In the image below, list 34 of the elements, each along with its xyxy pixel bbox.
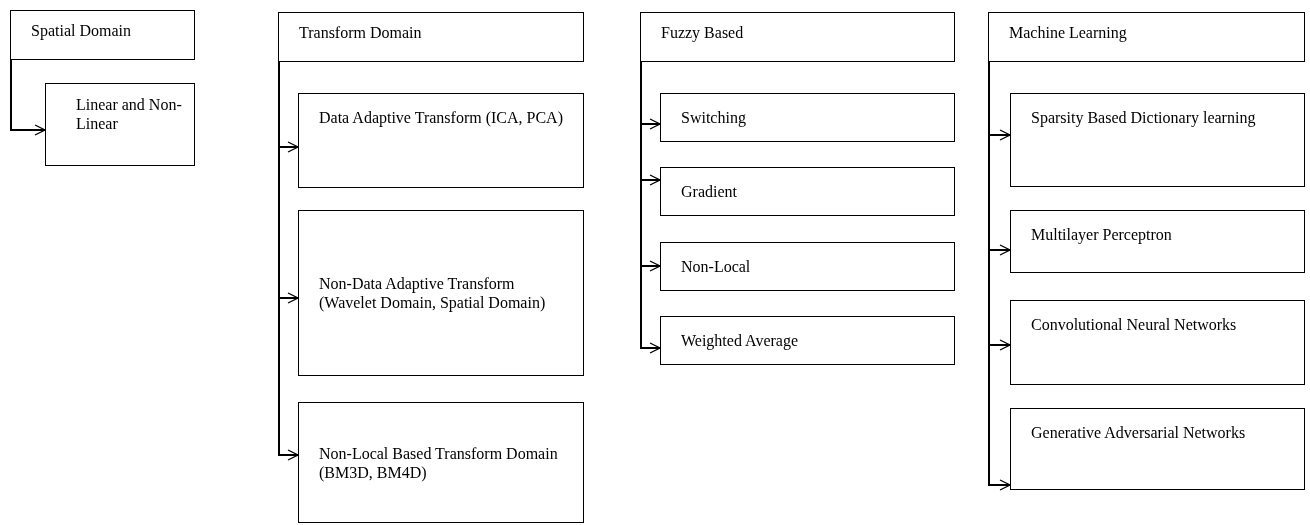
method-label: Switching bbox=[681, 108, 747, 127]
category-label: Fuzzy Based bbox=[661, 23, 745, 42]
method-box bbox=[660, 316, 955, 365]
method-label: Non-Local bbox=[681, 257, 752, 276]
method-box bbox=[1010, 93, 1305, 187]
method-box bbox=[660, 242, 955, 291]
method-label: Data Adaptive Transform (ICA, PCA) bbox=[319, 108, 564, 127]
method-label: Linear and Non-Linear bbox=[76, 95, 183, 133]
method-box bbox=[298, 402, 584, 523]
method-label: Non-Local Based Transform Domain (BM3D, BM4D) bbox=[319, 443, 559, 482]
method-box bbox=[1010, 210, 1305, 273]
category-label: Spatial Domain bbox=[31, 21, 132, 40]
category-box bbox=[640, 12, 955, 62]
method-label: Sparsity Based Dictionary learning bbox=[1031, 108, 1257, 127]
method-label: Generative Adversarial Networks bbox=[1031, 423, 1247, 442]
method-box bbox=[660, 93, 955, 142]
category-box bbox=[988, 12, 1305, 62]
category-box bbox=[278, 12, 584, 62]
method-box bbox=[298, 210, 584, 376]
method-box bbox=[660, 167, 955, 216]
method-box bbox=[1010, 408, 1305, 490]
method-label: Weighted Average bbox=[681, 331, 800, 350]
category-label: Transform Domain bbox=[299, 23, 423, 42]
method-label: Convolutional Neural Networks bbox=[1031, 315, 1238, 334]
method-label: Gradient bbox=[681, 182, 738, 201]
method-box bbox=[298, 93, 584, 188]
category-label: Machine Learning bbox=[1009, 23, 1128, 42]
method-label: Multilayer Perceptron bbox=[1031, 225, 1173, 244]
connector-arrow bbox=[640, 61, 661, 354]
connector-arrow bbox=[10, 59, 46, 136]
category-box bbox=[10, 10, 195, 60]
method-box bbox=[45, 83, 195, 166]
method-box bbox=[1010, 300, 1305, 385]
method-label: Non-Data Adaptive Transform (Wavelet Domain, Spatial Domain) bbox=[319, 274, 547, 312]
